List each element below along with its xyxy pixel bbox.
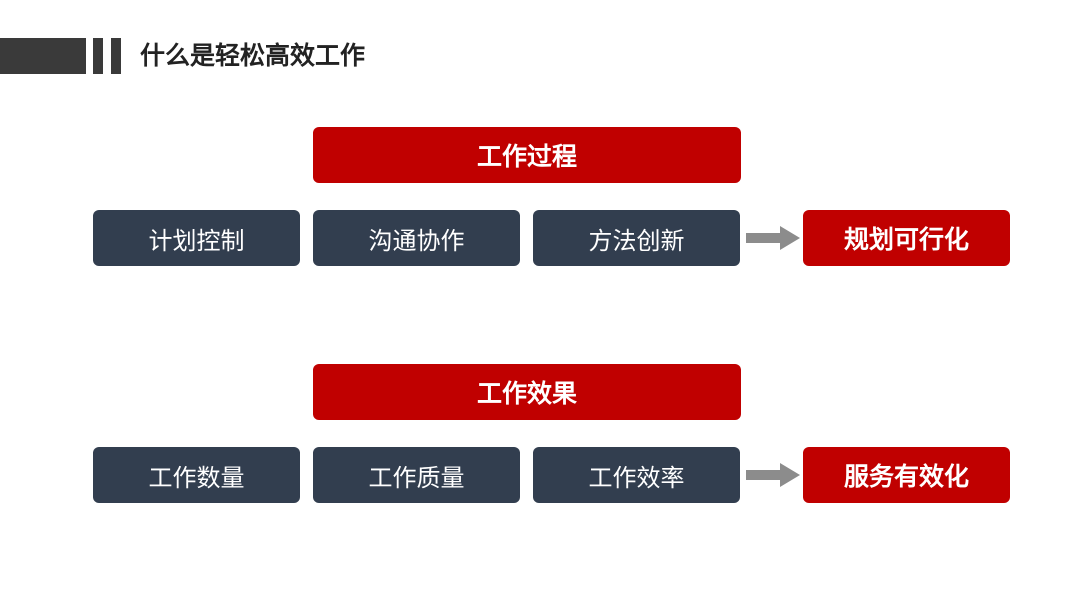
title-decoration-bar	[0, 38, 86, 74]
section-item: 计划控制	[93, 210, 300, 266]
title-decoration-stripe	[93, 38, 103, 74]
section-header: 工作效果	[313, 364, 741, 420]
section-result: 服务有效化	[803, 447, 1010, 503]
section-item: 工作效率	[533, 447, 740, 503]
section-header: 工作过程	[313, 127, 741, 183]
section-item: 工作质量	[313, 447, 520, 503]
right-arrow-icon	[746, 463, 800, 487]
section-item: 工作数量	[93, 447, 300, 503]
section-item: 沟通协作	[313, 210, 520, 266]
page-title: 什么是轻松高效工作	[140, 41, 366, 70]
section-item: 方法创新	[533, 210, 740, 266]
title-decoration-stripe	[111, 38, 121, 74]
right-arrow-icon	[746, 226, 800, 250]
section-result: 规划可行化	[803, 210, 1010, 266]
